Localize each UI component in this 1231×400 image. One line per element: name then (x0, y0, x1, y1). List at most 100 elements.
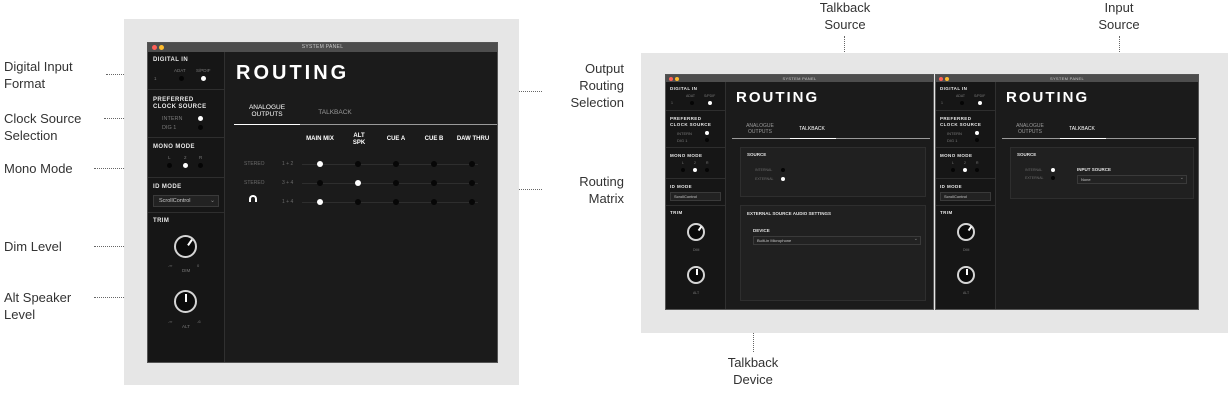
row-channels-label: 3 + 4 (282, 180, 294, 186)
radio-spdif[interactable] (708, 101, 712, 105)
alt-speaker-level-knob[interactable] (687, 266, 705, 284)
id-mode-title: ID MODE (153, 184, 182, 190)
input-source-value: None (1081, 177, 1091, 182)
minimize-window-button[interactable] (945, 77, 949, 81)
id-mode-value: ScrollControl (674, 194, 697, 199)
route-node-1-daw-thru[interactable] (469, 161, 475, 167)
dim-scale-min: -∞ (168, 263, 173, 268)
radio-clock-dig1[interactable] (975, 138, 979, 142)
radio-clock-intern[interactable] (198, 116, 203, 121)
radio-mono-2[interactable] (963, 168, 967, 172)
radio-mono-l[interactable] (951, 168, 955, 172)
radio-clock-dig1[interactable] (198, 125, 203, 130)
option-adat-label: ADAT (686, 94, 696, 98)
minimize-window-button[interactable] (675, 77, 679, 81)
alt-speaker-level-knob[interactable] (957, 266, 975, 284)
id-mode-dropdown[interactable]: ScrollControl (940, 192, 991, 201)
alt-label: ALT (182, 324, 190, 329)
window-title: SYSTEM PANEL (148, 43, 497, 52)
minimize-window-button[interactable] (159, 45, 164, 50)
radio-spdif[interactable] (978, 101, 982, 105)
matrix-row-line (302, 164, 478, 165)
close-window-button[interactable] (939, 77, 943, 81)
row-channels-label: 1 + 2 (282, 161, 294, 167)
mono-option-r: R (199, 155, 203, 160)
id-mode-value: ScrollControl (159, 198, 191, 204)
tab-talkback[interactable]: TALKBACK (799, 126, 825, 132)
radio-adat[interactable] (179, 76, 184, 81)
device-value: Built-in Microphone (757, 238, 792, 243)
radio-mono-l[interactable] (681, 168, 685, 172)
window-title: SYSTEM PANEL (666, 75, 933, 82)
input-source-dropdown[interactable]: None ⌄ (1077, 175, 1187, 184)
radio-mono-2[interactable] (693, 168, 697, 172)
id-mode-dropdown[interactable]: ScrollControl (670, 192, 721, 201)
route-node-2-cue-a[interactable] (393, 180, 399, 186)
sidebar: DIGITAL IN ADAT S/PDIF 1 PREFERRED CLOCK… (148, 52, 225, 362)
digital-in-section: DIGITAL IN ADAT S/PDIF 1 (666, 82, 725, 111)
trim-title: TRIM (670, 210, 683, 215)
radio-mono-r[interactable] (198, 163, 203, 168)
routing-title: ROUTING (1006, 89, 1090, 106)
radio-source-internal[interactable] (781, 168, 785, 172)
radio-source-external[interactable] (781, 177, 785, 181)
route-node-3-daw-thru[interactable] (469, 199, 475, 205)
route-node-1-alt-spk[interactable] (355, 161, 361, 167)
radio-clock-dig1[interactable] (705, 138, 709, 142)
clock-title-2: CLOCK SOURCE (940, 122, 982, 127)
route-node-2-daw-thru[interactable] (469, 180, 475, 186)
close-window-button[interactable] (152, 45, 157, 50)
route-node-3-main-mix[interactable] (317, 199, 323, 205)
route-node-3-cue-a[interactable] (393, 199, 399, 205)
route-node-2-alt-spk[interactable] (355, 180, 361, 186)
active-tab-indicator (234, 124, 300, 125)
radio-clock-intern[interactable] (705, 131, 709, 135)
radio-mono-r[interactable] (975, 168, 979, 172)
route-node-1-cue-b[interactable] (431, 161, 437, 167)
external-source-settings-title: EXTERNAL SOURCE AUDIO SETTINGS (747, 211, 832, 216)
tab-talkback[interactable]: TALKBACK (318, 109, 352, 116)
route-node-1-cue-a[interactable] (393, 161, 399, 167)
option-adat-label: ADAT (174, 68, 186, 73)
radio-mono-2[interactable] (183, 163, 188, 168)
column-cue-a: CUE A (386, 136, 406, 142)
tab-underline (1002, 138, 1060, 139)
route-node-2-main-mix[interactable] (317, 180, 323, 186)
knob-pointer (697, 225, 703, 232)
dim-level-knob[interactable] (957, 223, 975, 241)
id-mode-value: ScrollControl (944, 194, 967, 199)
radio-adat[interactable] (960, 101, 964, 105)
radio-source-internal[interactable] (1051, 168, 1055, 172)
route-node-3-cue-b[interactable] (431, 199, 437, 205)
dim-level-knob[interactable] (687, 223, 705, 241)
route-node-2-cue-b[interactable] (431, 180, 437, 186)
radio-spdif[interactable] (201, 76, 206, 81)
talkback-device-dropdown[interactable]: Built-in Microphone ⌄ (753, 236, 921, 245)
route-node-1-main-mix[interactable] (317, 161, 323, 167)
mono-option-r: R (976, 161, 979, 165)
mono-mode-title: MONO MODE (153, 144, 195, 150)
radio-adat[interactable] (690, 101, 694, 105)
dim-level-knob[interactable] (174, 235, 197, 258)
tab-talkback[interactable]: TALKBACK (1069, 126, 1095, 132)
mono-mode-title: MONO MODE (940, 153, 973, 158)
radio-mono-l[interactable] (167, 163, 172, 168)
system-panel-window: SYSTEM PANEL DIGITAL IN ADAT S/PDIF 1 PR… (147, 42, 498, 363)
alt-speaker-level-knob[interactable] (174, 290, 197, 313)
mono-mode-section: MONO MODE L 2 R (936, 148, 995, 179)
clock-dig1-label: DIG 1 (947, 138, 958, 143)
route-node-3-alt-spk[interactable] (355, 199, 361, 205)
chevron-down-icon: ⌄ (1179, 175, 1184, 181)
close-window-button[interactable] (669, 77, 673, 81)
id-mode-dropdown[interactable]: ScrollControl ⌄ (153, 195, 219, 207)
radio-mono-r[interactable] (705, 168, 709, 172)
radio-source-external[interactable] (1051, 176, 1055, 180)
mono-mode-section: MONO MODE L 2 R (148, 138, 224, 178)
radio-clock-intern[interactable] (975, 131, 979, 135)
